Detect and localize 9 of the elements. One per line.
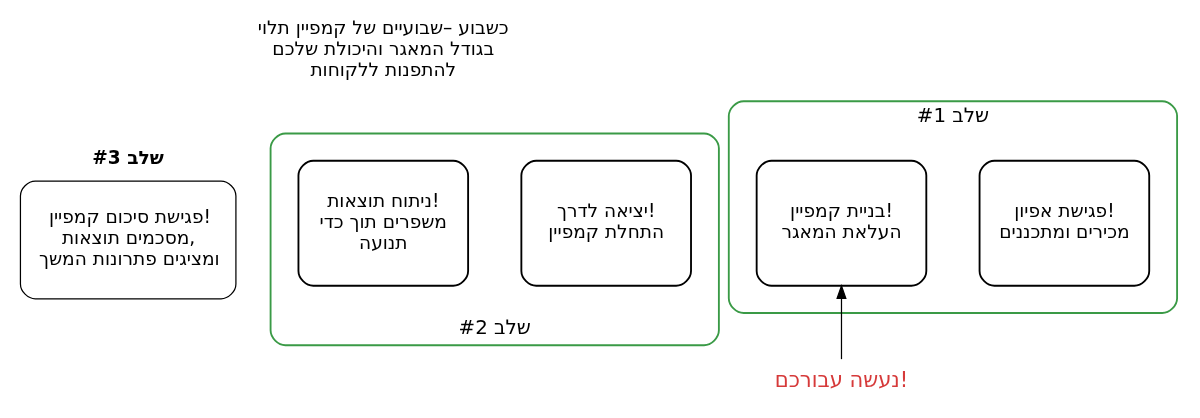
node-box: פגישת סיכום קמפיין! מסכמים תוצאות, ומציגים פתרונות המשך (19, 180, 237, 300)
arrow (836, 284, 847, 360)
node-box: ניתוח תוצאות! משפרים תוך כדי תנועה (297, 159, 470, 287)
node-text: נעשה עבורכם! (774, 366, 909, 392)
node-box: יציאה לדרך! התחלת קמפיין (520, 159, 692, 287)
node-box: בניית קמפיין! העלאת המאגר (755, 159, 928, 287)
node-box: פגישת אפיון! מכירים ומתכננים (978, 159, 1151, 287)
node-label: שלב #3 (92, 146, 164, 168)
node-label: כשבוע –שבועיים של קמפיין תלוי בגודל המאגר והיכולת שלכם להתפנות ללקוחות (257, 16, 509, 80)
